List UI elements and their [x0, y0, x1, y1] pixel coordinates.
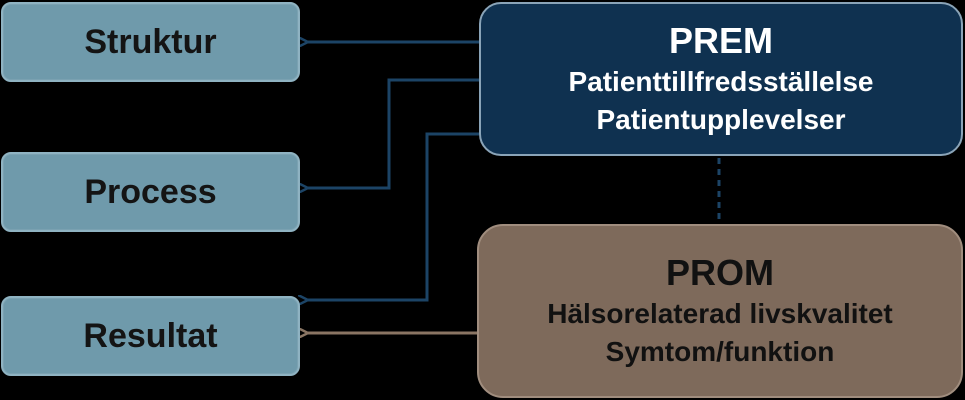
struktur-label: Struktur	[84, 22, 217, 61]
struktur-box: Struktur	[1, 2, 300, 82]
process-box: Process	[1, 152, 300, 232]
resultat-box: Resultat	[1, 296, 300, 376]
prom-line-1: Hälsorelaterad livskvalitet	[547, 298, 893, 329]
connector-prem-process	[306, 78, 479, 188]
prom-line-2: Symtom/funktion	[605, 336, 835, 367]
process-label: Process	[84, 172, 217, 211]
prem-line-2: Patientupplevelser	[596, 104, 846, 135]
prem-title: PREM	[668, 20, 773, 61]
prom-box: PROM Hälsorelaterad livskvalitet Symtom/…	[477, 224, 963, 398]
connector-prem-resultat	[306, 132, 479, 300]
prem-box: PREM Patienttillfredsställelse Patientup…	[479, 2, 963, 156]
prem-line-1: Patienttillfredsställelse	[568, 66, 874, 97]
prom-title: PROM	[666, 252, 774, 293]
resultat-label: Resultat	[83, 316, 218, 355]
